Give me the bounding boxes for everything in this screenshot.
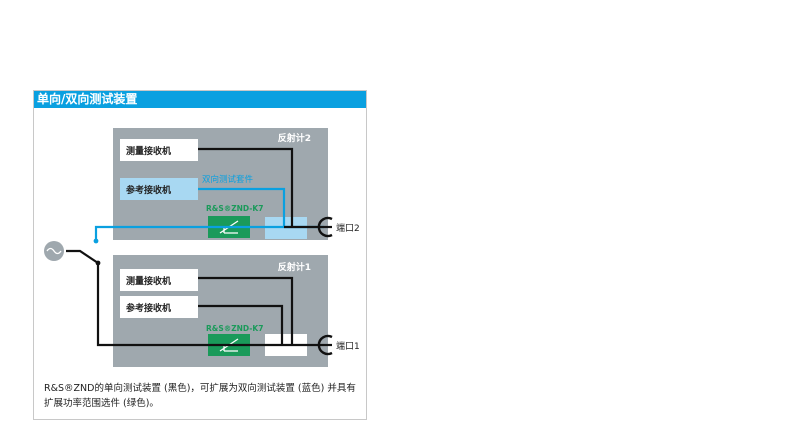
- reference-receiver-2-label: 参考接收机: [126, 184, 171, 196]
- caption-line-1: R&S®ZND的单向测试装置 (黑色)，可扩展为双向测试装置 (蓝色) 并具有: [44, 383, 356, 394]
- measure-receiver-1: [120, 269, 198, 291]
- bidirectional-kit-label: 双向测试套件: [202, 174, 254, 185]
- sine-wave-icon: [46, 247, 62, 255]
- measure-receiver-2-label: 测量接收机: [126, 145, 171, 157]
- reference-receiver-2: [120, 178, 198, 200]
- zndk7-label-2: R&S®ZND-K7: [206, 204, 263, 213]
- port2-connector-icon: [317, 216, 333, 238]
- reference-receiver-1-label: 参考接收机: [126, 302, 171, 314]
- zndk7-label-1: R&S®ZND-K7: [206, 324, 263, 333]
- switch-contact-black: [95, 260, 101, 266]
- blue-path: [94, 187, 324, 240]
- port1-connector-icon: [317, 334, 333, 356]
- black-path: [66, 147, 324, 347]
- figure-caption: R&S®ZND的单向测试装置 (黑色)，可扩展为双向测试装置 (蓝色) 并具有 …: [44, 381, 360, 411]
- reflectometer1-label: 反射计1: [278, 261, 311, 273]
- measure-receiver-2: [120, 139, 198, 161]
- port2-label: 端口2: [336, 222, 360, 234]
- caption-line-2: 扩展功率范围选件 (绿色)。: [44, 398, 159, 409]
- port1-label: 端口1: [336, 340, 360, 352]
- switch-contact-blue: [93, 238, 99, 244]
- reference-receiver-1: [120, 296, 198, 318]
- measure-receiver-1-label: 测量接收机: [126, 275, 171, 287]
- block-diagram: 反射计2 测量接收机 参考接收机 双向测试套件 R&S®ZND-K7 反射计1 …: [44, 128, 360, 367]
- test-setup-figure: 单向/双向测试装置 反射计2 测量接收机 参考接收机 双向测试套件 R&S®ZN…: [33, 90, 367, 420]
- figure-title: 单向/双向测试装置: [34, 91, 366, 108]
- reflectometer2-label: 反射计2: [278, 132, 311, 144]
